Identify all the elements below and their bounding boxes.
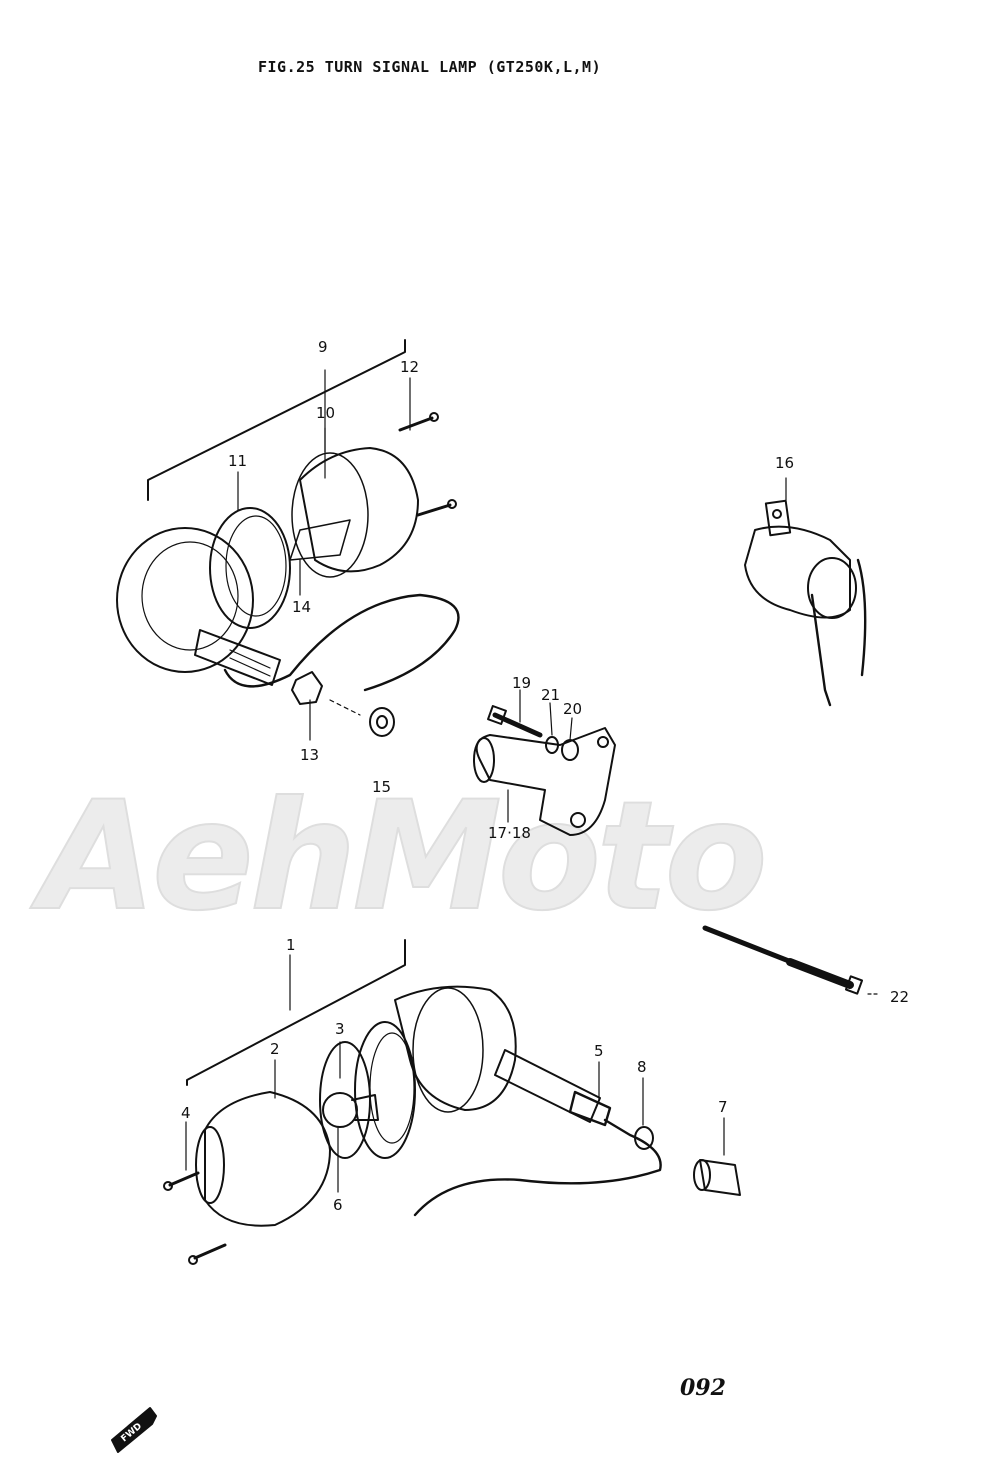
stem <box>194 629 281 686</box>
callout-20: 20 <box>563 700 582 718</box>
callout-4: 4 <box>181 1104 191 1122</box>
callout-11: 11 <box>228 452 247 470</box>
rear-lens <box>116 527 254 673</box>
callout-9: 9 <box>318 338 328 356</box>
callout-14: 14 <box>292 598 311 616</box>
washer-15 <box>369 707 395 737</box>
callout-3: 3 <box>335 1020 345 1038</box>
cap-7 <box>699 1159 741 1196</box>
bulb-6 <box>322 1092 358 1128</box>
lens-2 <box>204 1091 331 1227</box>
callout-13: 13 <box>300 746 319 764</box>
callout-15: 15 <box>372 778 391 796</box>
callout-6: 6 <box>333 1196 343 1214</box>
callout-17-18: 17·18 <box>488 824 531 842</box>
rear-turn-signal-assembly <box>116 339 460 741</box>
callout-21: 21 <box>541 686 560 704</box>
nut-13 <box>291 671 323 705</box>
page-number: 092 <box>680 1375 726 1401</box>
callout-10: 10 <box>316 404 335 422</box>
callout-19: 19 <box>512 674 531 692</box>
front-turn-signal-assembly <box>163 939 741 1265</box>
callout-5: 5 <box>594 1042 604 1060</box>
housing-1 <box>394 985 517 1111</box>
callout-1: 1 <box>286 936 296 954</box>
callout-2: 2 <box>270 1040 280 1058</box>
bracket-assembly <box>473 689 616 836</box>
rim-11 <box>209 507 291 629</box>
housing-10 <box>299 447 419 573</box>
flasher-relay-16 <box>744 477 867 707</box>
forward-direction-arrow <box>111 1407 157 1453</box>
callout-22: 22 <box>890 988 909 1006</box>
bolt-22 <box>702 925 881 995</box>
callout-16: 16 <box>775 454 794 472</box>
callout-7: 7 <box>718 1098 728 1116</box>
callout-12: 12 <box>400 358 419 376</box>
figure-title: FIG.25 TURN SIGNAL LAMP (GT250K,L,M) <box>258 58 602 76</box>
callout-8: 8 <box>637 1058 647 1076</box>
